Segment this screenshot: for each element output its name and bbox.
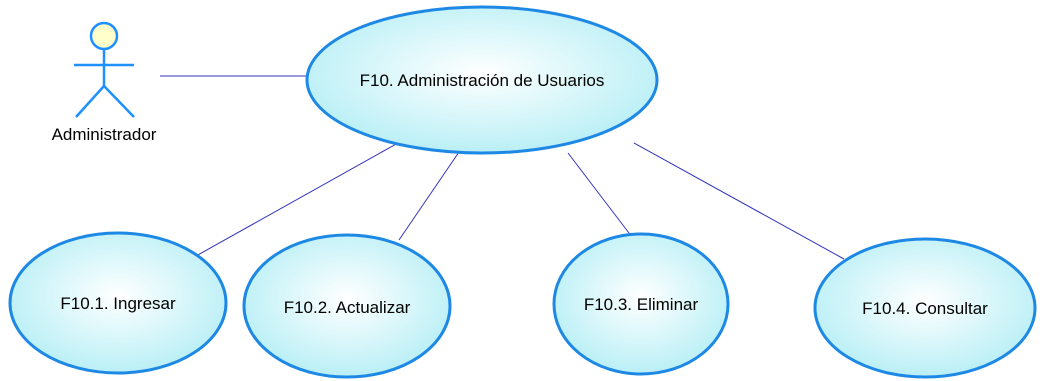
use-case-eliminar-label: F10.3. Eliminar — [584, 295, 699, 314]
association-main-ingresar — [195, 142, 399, 257]
use-case-eliminar-ellipse — [552, 232, 730, 376]
use-case-eliminar[interactable]: F10.3. Eliminar — [552, 232, 730, 376]
actor-label: Administrador — [52, 125, 157, 144]
use-case-main[interactable]: F10. Administración de Usuarios — [305, 5, 659, 155]
use-case-consultar[interactable]: F10.4. Consultar — [813, 237, 1037, 379]
use-case-consultar-ellipse — [813, 237, 1037, 379]
use-case-main-label: F10. Administración de Usuarios — [360, 71, 605, 90]
association-main-eliminar — [567, 152, 633, 238]
association-main-actualizar — [398, 151, 460, 241]
use-case-actualizar[interactable]: F10.2. Actualizar — [242, 233, 452, 379]
actor-administrador[interactable] — [74, 21, 135, 118]
actor-right-leg — [103, 85, 135, 118]
associations — [160, 75, 845, 260]
use-case-actualizar-ellipse — [242, 233, 452, 379]
use-case-ingresar-ellipse — [8, 231, 228, 375]
actor-head-icon — [89, 21, 119, 51]
association-main-consultar — [633, 142, 845, 260]
use-case-ingresar[interactable]: F10.1. Ingresar — [8, 231, 228, 375]
use-case-actualizar-label: F10.2. Actualizar — [284, 298, 411, 317]
use-case-ingresar-label: F10.1. Ingresar — [60, 294, 176, 313]
use-case-main-ellipse — [305, 5, 659, 155]
actor-left-leg — [75, 85, 105, 118]
use-case-consultar-label: F10.4. Consultar — [862, 299, 988, 318]
